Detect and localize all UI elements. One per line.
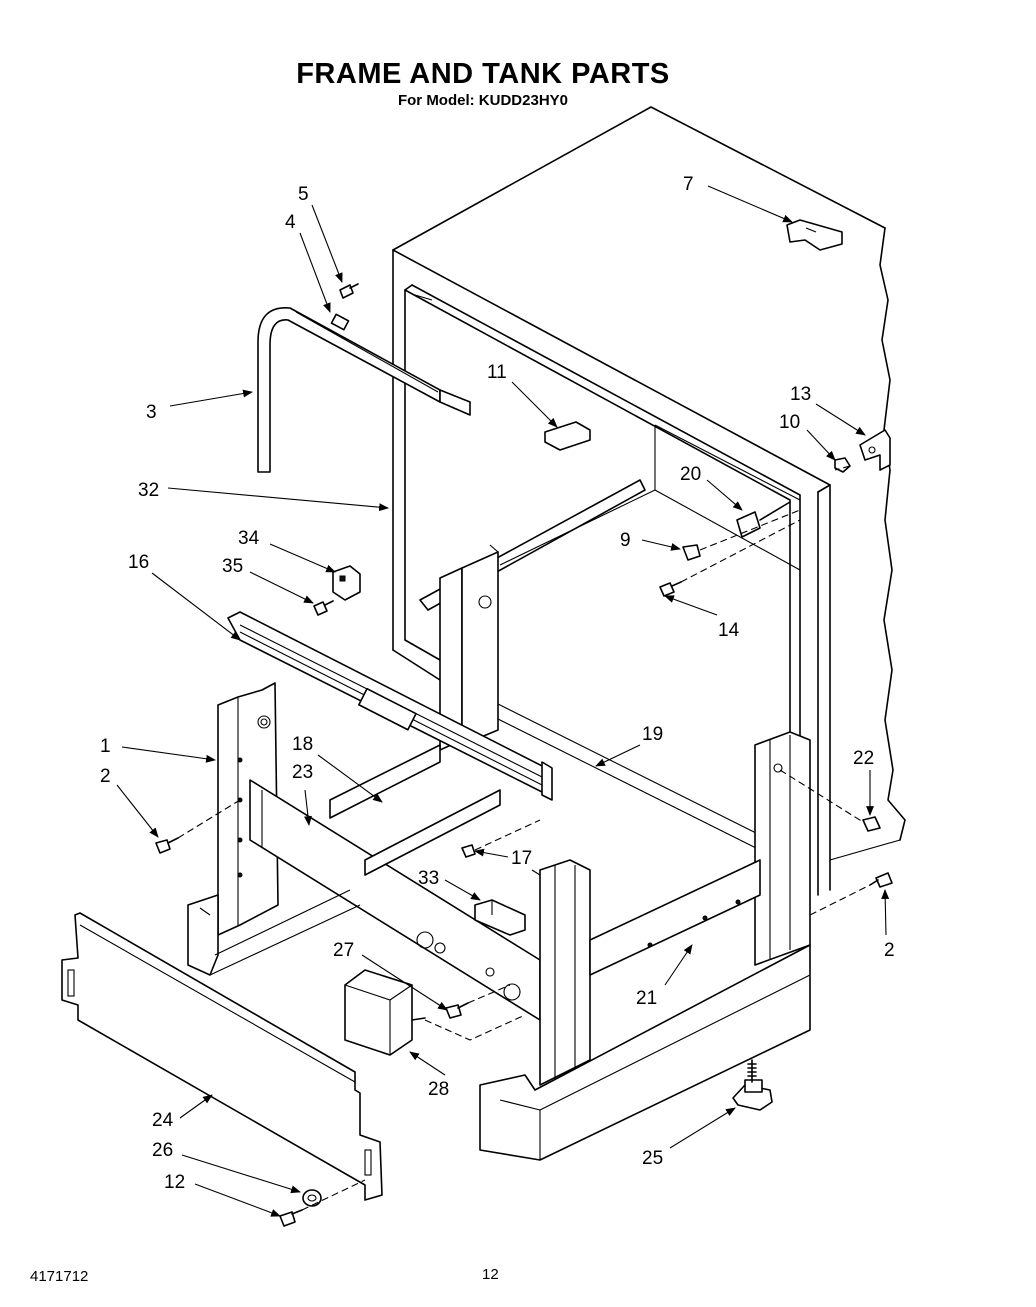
part-17-screw xyxy=(461,844,476,858)
part-33-insulation-block xyxy=(474,899,526,936)
part-11-bracket xyxy=(544,421,591,451)
callout-28: 28 xyxy=(428,1079,449,1100)
document-number: 4171712 xyxy=(30,1268,89,1285)
callout-2-right: 2 xyxy=(884,940,895,961)
callout-21: 21 xyxy=(636,988,657,1009)
part-2-screw-right xyxy=(869,872,893,888)
callout-4: 4 xyxy=(285,212,296,233)
callout-23: 23 xyxy=(292,762,313,783)
callout-18: 18 xyxy=(292,734,313,755)
part-2-screw-left xyxy=(155,837,179,854)
part-16-upper-front-strip xyxy=(227,611,553,801)
part-27-screw xyxy=(445,1002,469,1019)
base-frame xyxy=(187,544,811,1161)
callout-19: 19 xyxy=(642,724,663,745)
part-28-box xyxy=(344,969,426,1056)
part-3-vent-tube xyxy=(257,307,471,473)
part-12-screw xyxy=(279,1209,303,1227)
tank xyxy=(392,106,906,896)
callout-26: 26 xyxy=(152,1140,173,1161)
part-5-screw xyxy=(339,283,359,299)
page-number: 12 xyxy=(482,1266,499,1283)
part-25-leveling-leg xyxy=(732,1059,773,1111)
callout-3: 3 xyxy=(146,402,157,423)
part-9-screw xyxy=(682,544,701,561)
callout-13: 13 xyxy=(790,384,811,405)
callout-2-left: 2 xyxy=(100,766,111,787)
callout-5: 5 xyxy=(298,184,309,205)
hardware-alignment-lines xyxy=(177,465,871,1211)
callout-10: 10 xyxy=(779,412,800,433)
callout-35: 35 xyxy=(222,556,243,577)
callout-9: 9 xyxy=(620,530,631,551)
callout-7: 7 xyxy=(683,174,694,195)
callout-27: 27 xyxy=(333,940,354,961)
part-35-screw xyxy=(313,600,334,616)
part-24-toe-panel xyxy=(61,912,383,1201)
callout-labels: 5 4 3 7 11 13 10 32 20 9 14 34 35 16 1 2… xyxy=(100,174,895,1193)
part-20-spacer xyxy=(736,501,791,538)
callout-24: 24 xyxy=(152,1110,174,1131)
callout-14: 14 xyxy=(718,620,740,641)
part-22-screw xyxy=(862,816,881,832)
page-title: FRAME AND TANK PARTS xyxy=(296,58,670,90)
callout-16: 16 xyxy=(128,552,149,573)
callout-33: 33 xyxy=(418,868,439,889)
part-26-washer xyxy=(302,1189,322,1207)
callout-22: 22 xyxy=(853,748,874,769)
leader-lines xyxy=(116,185,890,1217)
callout-12: 12 xyxy=(164,1172,185,1193)
callout-20: 20 xyxy=(680,464,701,485)
part-7-clip xyxy=(786,219,843,251)
callout-17: 17 xyxy=(511,848,532,869)
part-13-bracket xyxy=(859,429,891,471)
callout-32: 32 xyxy=(138,480,159,501)
part-14-screw xyxy=(659,581,682,597)
part-34-switch xyxy=(332,565,361,601)
callout-25: 25 xyxy=(642,1148,663,1169)
model-subtitle: For Model: KUDD23HY0 xyxy=(397,92,569,109)
callout-34: 34 xyxy=(238,528,260,549)
callout-11: 11 xyxy=(487,362,507,383)
callout-1: 1 xyxy=(100,736,111,757)
